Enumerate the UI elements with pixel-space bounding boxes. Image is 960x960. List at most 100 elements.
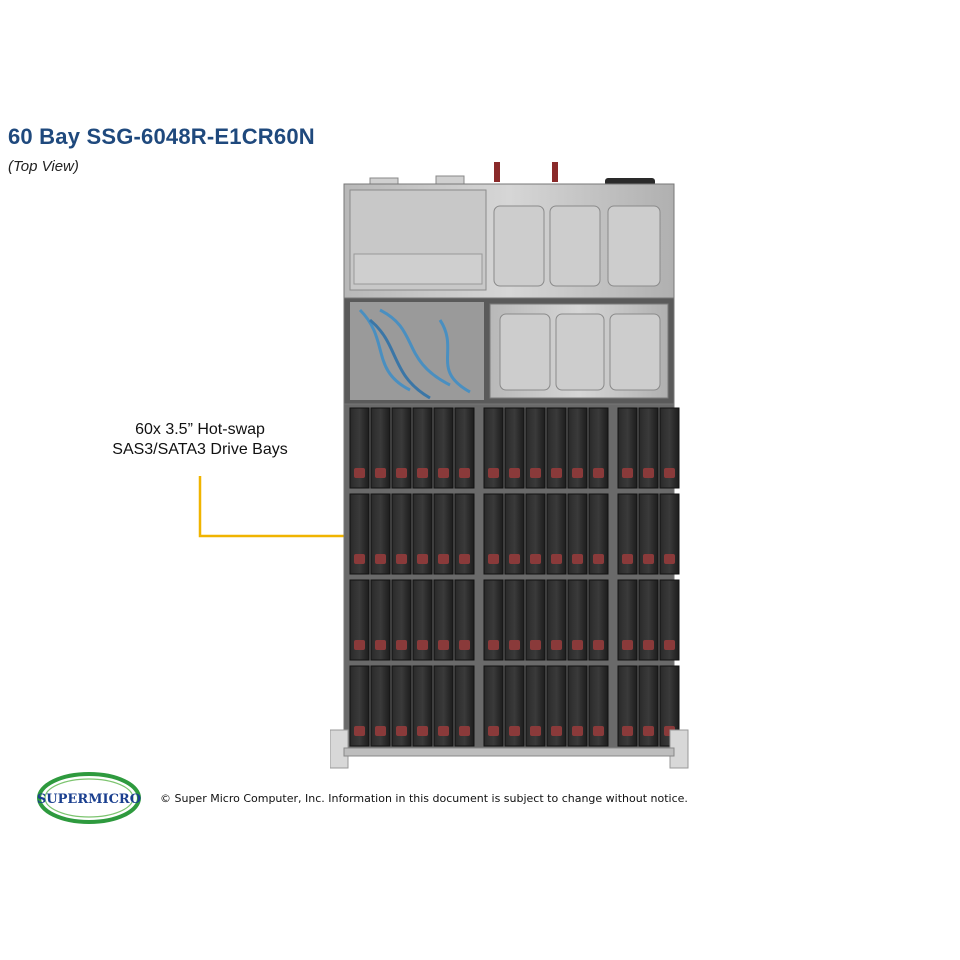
drive-bay[interactable] bbox=[454, 407, 475, 489]
drive-bay[interactable] bbox=[349, 665, 370, 747]
logo-wordmark: SUPERMICRO bbox=[37, 792, 141, 807]
drive-bay-grid bbox=[349, 407, 680, 747]
copyright-notice: © Super Micro Computer, Inc. Information… bbox=[160, 792, 688, 805]
drive-bay[interactable] bbox=[567, 493, 588, 575]
drive-bay[interactable] bbox=[638, 407, 659, 489]
drive-latch bbox=[622, 554, 633, 564]
drive-bay[interactable] bbox=[546, 579, 567, 661]
drive-latch bbox=[459, 726, 470, 736]
drive-latch bbox=[530, 640, 541, 650]
drive-bay[interactable] bbox=[525, 579, 546, 661]
drive-bay[interactable] bbox=[412, 493, 433, 575]
drive-bay[interactable] bbox=[504, 665, 525, 747]
drive-bay[interactable] bbox=[617, 665, 638, 747]
drive-latch bbox=[396, 554, 407, 564]
callout-line-1: 60x 3.5” Hot-swap bbox=[135, 421, 265, 438]
drive-latch bbox=[509, 640, 520, 650]
drive-latch bbox=[572, 640, 583, 650]
drive-latch bbox=[664, 554, 675, 564]
drive-bay[interactable] bbox=[525, 407, 546, 489]
drive-bay[interactable] bbox=[454, 665, 475, 747]
drive-latch bbox=[354, 554, 365, 564]
drive-latch bbox=[551, 468, 562, 478]
callout-line-2: SAS3/SATA3 Drive Bays bbox=[112, 441, 288, 458]
drive-bay[interactable] bbox=[433, 407, 454, 489]
drive-bay[interactable] bbox=[454, 579, 475, 661]
drive-bay[interactable] bbox=[546, 407, 567, 489]
drive-latch bbox=[572, 726, 583, 736]
supermicro-logo: SUPERMICRO bbox=[37, 772, 141, 824]
drive-bay[interactable] bbox=[454, 493, 475, 575]
drive-bay[interactable] bbox=[504, 493, 525, 575]
drive-bay[interactable] bbox=[567, 665, 588, 747]
drive-bay[interactable] bbox=[483, 493, 504, 575]
drive-bay[interactable] bbox=[349, 407, 370, 489]
drive-latch bbox=[551, 554, 562, 564]
drive-bay[interactable] bbox=[525, 665, 546, 747]
drive-latch bbox=[530, 726, 541, 736]
drive-latch bbox=[417, 468, 428, 478]
drive-bay[interactable] bbox=[659, 407, 680, 489]
drive-latch bbox=[375, 640, 386, 650]
drive-bay[interactable] bbox=[659, 579, 680, 661]
drive-bay[interactable] bbox=[433, 493, 454, 575]
drive-bay[interactable] bbox=[349, 579, 370, 661]
drive-bay[interactable] bbox=[370, 665, 391, 747]
drive-bay[interactable] bbox=[370, 493, 391, 575]
drive-latch bbox=[643, 726, 654, 736]
rear-handles bbox=[369, 162, 655, 187]
drive-latch bbox=[509, 726, 520, 736]
page-subtitle: (Top View) bbox=[8, 158, 79, 175]
drive-latch bbox=[354, 640, 365, 650]
drive-latch bbox=[488, 726, 499, 736]
drive-latch bbox=[375, 468, 386, 478]
drive-bay[interactable] bbox=[483, 579, 504, 661]
drive-bay[interactable] bbox=[546, 665, 567, 747]
drive-latch bbox=[622, 468, 633, 478]
drive-latch bbox=[622, 640, 633, 650]
drive-bay[interactable] bbox=[349, 493, 370, 575]
drive-bay[interactable] bbox=[546, 493, 567, 575]
drive-bay[interactable] bbox=[638, 493, 659, 575]
drive-bay[interactable] bbox=[391, 579, 412, 661]
drive-bay[interactable] bbox=[659, 493, 680, 575]
page-title: 60 Bay SSG-6048R-E1CR60N bbox=[8, 124, 315, 149]
drive-latch bbox=[459, 468, 470, 478]
drive-bay[interactable] bbox=[412, 407, 433, 489]
drive-bay[interactable] bbox=[525, 493, 546, 575]
drive-bay[interactable] bbox=[588, 579, 609, 661]
drive-bay[interactable] bbox=[504, 579, 525, 661]
drive-latch bbox=[664, 468, 675, 478]
drive-bay[interactable] bbox=[391, 665, 412, 747]
drive-latch bbox=[530, 554, 541, 564]
server-chassis-top-view bbox=[330, 162, 689, 769]
drive-bay[interactable] bbox=[588, 665, 609, 747]
drive-bay[interactable] bbox=[370, 579, 391, 661]
drive-bay[interactable] bbox=[370, 407, 391, 489]
drive-bay[interactable] bbox=[617, 493, 638, 575]
drive-bay[interactable] bbox=[638, 665, 659, 747]
drive-latch bbox=[438, 726, 449, 736]
drive-bay[interactable] bbox=[588, 407, 609, 489]
drive-latch bbox=[417, 554, 428, 564]
drive-bay[interactable] bbox=[412, 665, 433, 747]
drive-bay[interactable] bbox=[412, 579, 433, 661]
drive-bay[interactable] bbox=[504, 407, 525, 489]
drive-latch bbox=[593, 468, 604, 478]
drive-latch bbox=[643, 640, 654, 650]
drive-bay[interactable] bbox=[617, 579, 638, 661]
drive-bay[interactable] bbox=[391, 407, 412, 489]
drive-bay[interactable] bbox=[567, 579, 588, 661]
drive-bay[interactable] bbox=[588, 493, 609, 575]
drive-bay[interactable] bbox=[638, 579, 659, 661]
drive-bay[interactable] bbox=[391, 493, 412, 575]
drive-latch bbox=[438, 640, 449, 650]
drive-bay[interactable] bbox=[483, 407, 504, 489]
drive-latch bbox=[509, 468, 520, 478]
drive-latch bbox=[551, 726, 562, 736]
drive-bay[interactable] bbox=[433, 665, 454, 747]
drive-bay[interactable] bbox=[567, 407, 588, 489]
drive-bay[interactable] bbox=[483, 665, 504, 747]
drive-bay[interactable] bbox=[617, 407, 638, 489]
drive-bay[interactable] bbox=[433, 579, 454, 661]
